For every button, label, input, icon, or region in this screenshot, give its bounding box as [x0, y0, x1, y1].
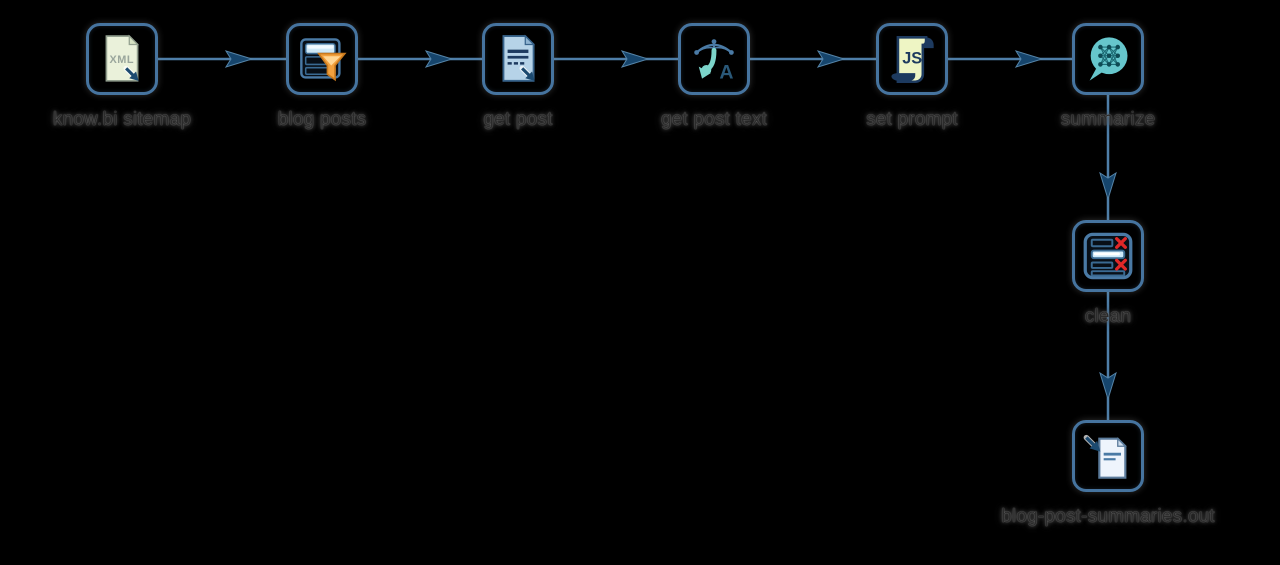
transform-node-set-prompt[interactable]: JS set prompt — [866, 23, 958, 130]
node-label[interactable]: blog-post-summaries.out — [1001, 506, 1215, 527]
transform-node-summarize[interactable]: summarize — [1061, 23, 1155, 130]
output-mini-arrow-icon — [519, 65, 535, 81]
hop-arrowhead — [1099, 371, 1117, 401]
transform-node-clean[interactable]: clean — [1072, 220, 1144, 327]
html-extract-icon: A — [694, 39, 734, 84]
node-label[interactable]: get post — [483, 109, 553, 130]
filter-funnel-icon — [317, 52, 347, 82]
js-badge: JS — [902, 49, 922, 67]
chat-neural-icon — [1089, 37, 1128, 81]
node-label[interactable]: get post text — [660, 109, 768, 130]
hop-know-bi-sitemap-to-blog-posts[interactable] — [158, 50, 286, 68]
node-label[interactable]: know.bi sitemap — [52, 109, 192, 130]
hop-arrowhead — [224, 50, 254, 68]
document-lines-icon — [502, 34, 536, 82]
hop-arrowhead — [424, 50, 454, 68]
hop-set-prompt-to-summarize[interactable] — [948, 50, 1072, 68]
node-label[interactable]: set prompt — [866, 109, 958, 130]
output-mini-arrow-icon — [123, 65, 139, 81]
hop-arrowhead — [816, 50, 846, 68]
hop-arrowhead — [1099, 171, 1117, 201]
delete-x-icon — [1115, 237, 1127, 271]
hop-get-post-to-get-post-text[interactable] — [554, 50, 678, 68]
hop-arrowhead — [620, 50, 650, 68]
node-label[interactable]: clean — [1084, 306, 1132, 327]
hop-get-post-text-to-set-prompt[interactable] — [750, 50, 876, 68]
xml-badge: XML — [110, 54, 135, 66]
transform-node-blog-posts[interactable]: blog posts — [278, 23, 366, 130]
transform-node-know-bi-sitemap[interactable]: XML know.bi sitemap — [53, 23, 191, 130]
hop-clean-to-blog-post-summaries-out[interactable] — [1099, 292, 1117, 420]
letter-a-glyph: A — [719, 62, 733, 84]
node-label[interactable]: blog posts — [277, 109, 367, 130]
transform-node-get-post[interactable]: get post — [482, 23, 554, 130]
transform-node-blog-post-summaries-out[interactable]: blog-post-summaries.out — [1001, 420, 1215, 527]
hop-arrowhead — [1014, 50, 1044, 68]
javascript-scroll-icon: JS — [891, 36, 934, 84]
xml-file-icon: XML — [105, 34, 140, 82]
transform-node-get-post-text[interactable]: A get post text — [661, 23, 767, 130]
table-filter-icon — [300, 38, 347, 82]
file-output-icon — [1083, 434, 1127, 479]
input-mini-arrow-icon — [1083, 434, 1101, 452]
rows-cleanup-icon — [1083, 232, 1133, 280]
node-label[interactable]: summarize — [1060, 109, 1156, 130]
hop-summarize-to-clean[interactable] — [1099, 95, 1117, 220]
hop-blog-posts-to-get-post[interactable] — [358, 50, 482, 68]
